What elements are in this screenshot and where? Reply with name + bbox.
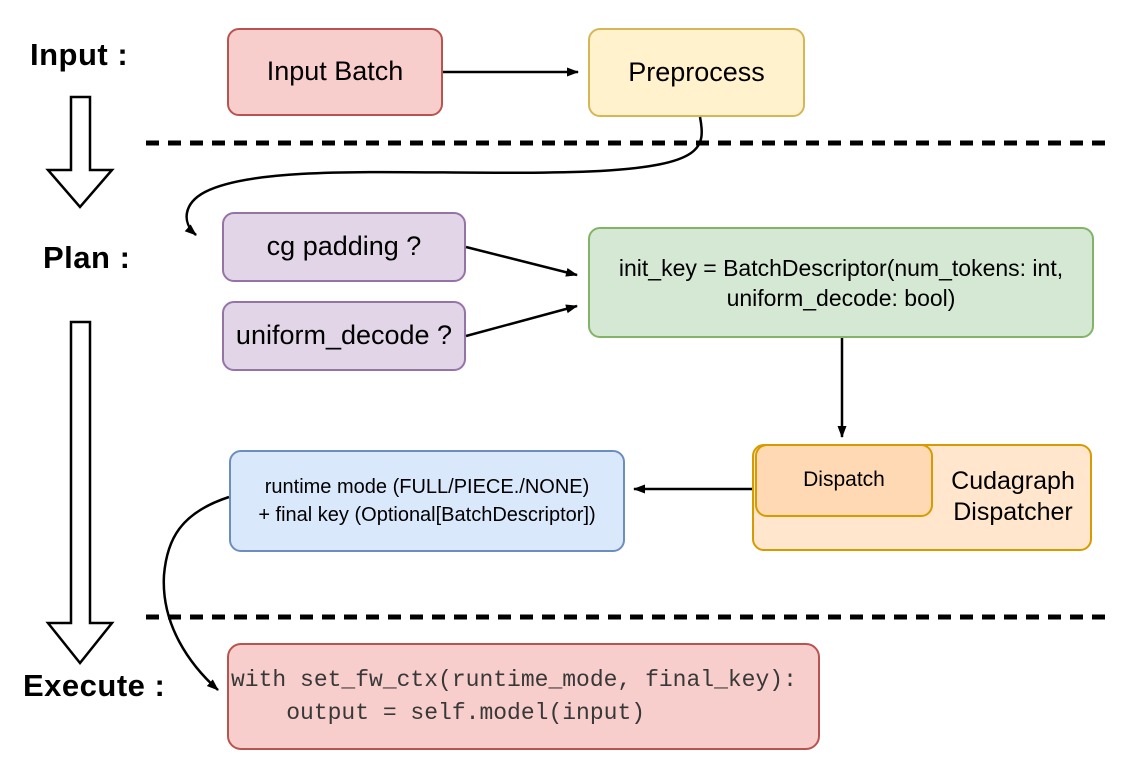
node-cudagraph-dispatcher-label: Cudagraph Dispatcher xyxy=(933,466,1093,528)
node-execute-code: with set_fw_ctx(runtime_mode, final_key)… xyxy=(227,643,820,750)
node-input-batch: Input Batch xyxy=(227,28,443,116)
execute-code-line2: output = self.model(input) xyxy=(231,699,646,726)
node-init-key-line1: init_key = BatchDescriptor(num_tokens: i… xyxy=(618,254,1064,281)
node-dispatch-label: Dispatch xyxy=(803,468,885,492)
node-init-key: init_key = BatchDescriptor(num_tokens: i… xyxy=(588,227,1094,338)
node-init-key-line2: uniform_decode: bool) xyxy=(726,284,956,311)
node-runtime-mode-line1: runtime mode (FULL/PIECE./NONE) xyxy=(264,476,590,498)
node-uniform-decode-label: uniform_decode ? xyxy=(235,320,453,351)
execute-code-line1: with set_fw_ctx(runtime_mode, final_key)… xyxy=(231,666,797,693)
stage-label-input: Input : xyxy=(30,37,129,72)
arrow-cgpadding-to-initkey xyxy=(465,245,578,277)
node-uniform-decode: uniform_decode ? xyxy=(222,301,466,371)
cudagraph-label-line2: Dispatcher xyxy=(953,498,1073,526)
node-preprocess-label: Preprocess xyxy=(628,56,765,87)
arrow-runtimemode-to-executecode xyxy=(162,495,230,691)
node-cg-padding-label: cg padding ? xyxy=(266,231,422,262)
node-preprocess: Preprocess xyxy=(588,28,805,117)
node-cg-padding: cg padding ? xyxy=(222,212,466,282)
node-runtime-mode-line2: + final key (Optional[BatchDescriptor]) xyxy=(258,504,596,526)
arrow-uniformdecode-to-initkey xyxy=(465,304,578,338)
node-dispatch: Dispatch xyxy=(755,444,933,517)
cudagraph-label-line1: Cudagraph xyxy=(951,467,1075,495)
stage-label-plan: Plan : xyxy=(43,240,131,275)
plan-stage-arrow-icon xyxy=(45,320,115,666)
stage-label-execute: Execute : xyxy=(23,668,166,703)
node-runtime-mode: runtime mode (FULL/PIECE./NONE) + final … xyxy=(229,450,625,552)
input-stage-arrow-icon xyxy=(45,95,115,209)
node-input-batch-label: Input Batch xyxy=(266,56,404,87)
